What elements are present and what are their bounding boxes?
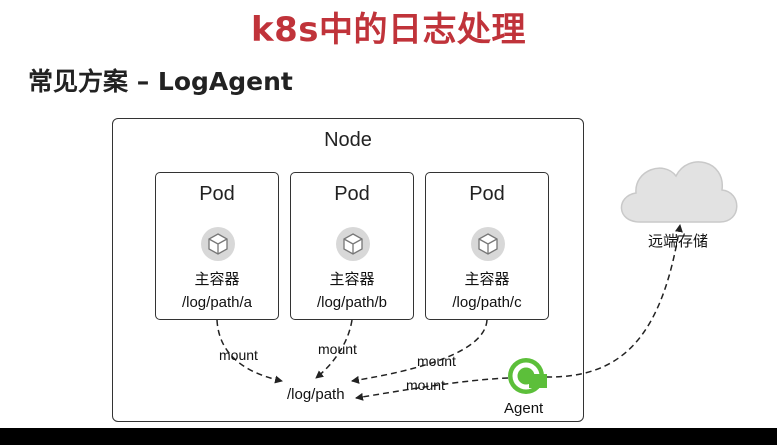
container-icon	[201, 227, 235, 261]
container-icon	[336, 227, 370, 261]
pod-a: Pod 主容器 /log/path/a	[155, 172, 279, 320]
pod-role: 主容器	[329, 271, 375, 288]
mount-arrow-agent	[355, 377, 509, 401]
mount-label-agent: mount	[406, 377, 445, 393]
pod-log-path: /log/path/a	[181, 294, 253, 311]
host-log-path: /log/path	[287, 386, 345, 403]
pod-c: Pod 主容器 /log/path/c	[425, 172, 549, 320]
pod-title: Pod	[334, 183, 370, 205]
pod-title: Pod	[469, 183, 505, 205]
page-subtitle: 常见方案 – LogAgent	[28, 67, 293, 96]
agent-icon	[508, 358, 547, 394]
mount-label-a: mount	[219, 347, 258, 363]
mount-label-c: mount	[417, 353, 456, 369]
pod-log-path: /log/path/b	[316, 294, 388, 311]
cloud-icon	[620, 161, 738, 223]
pod-role: 主容器	[464, 271, 510, 288]
bottom-bar	[0, 428, 777, 445]
node-label: Node	[324, 129, 372, 151]
remote-storage-label: 远端存储	[648, 233, 709, 250]
pod-b: Pod 主容器 /log/path/b	[290, 172, 414, 320]
page-title: k8s中的日志处理	[250, 10, 526, 50]
mount-label-b: mount	[318, 341, 357, 357]
pod-log-path: /log/path/c	[452, 294, 522, 311]
pod-role: 主容器	[194, 271, 240, 288]
agent-label: Agent	[504, 400, 544, 417]
mount-arrow-a	[216, 319, 283, 384]
pod-title: Pod	[199, 183, 235, 205]
mount-arrow-b	[315, 319, 353, 379]
mount-arrow-c	[351, 319, 488, 384]
container-icon	[471, 227, 505, 261]
